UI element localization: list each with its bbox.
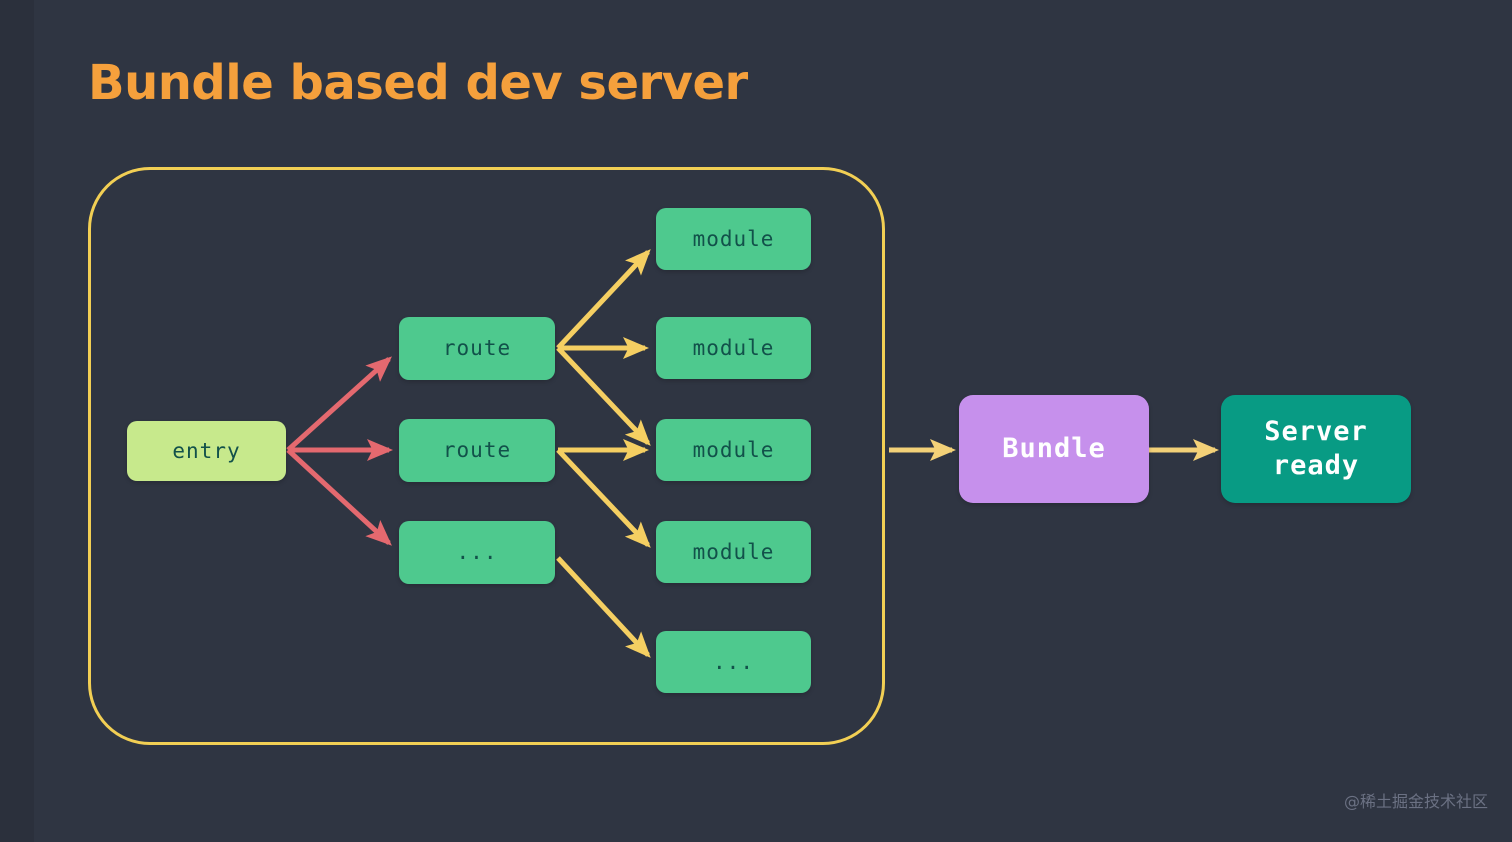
node-module-1-label: module (692, 226, 775, 251)
node-module-more-label: ... (713, 649, 754, 674)
node-module-1[interactable]: module (656, 208, 811, 270)
node-server-ready[interactable]: Server ready (1221, 395, 1411, 503)
node-entry[interactable]: entry (127, 421, 286, 481)
node-bundle-label: Bundle (1002, 433, 1106, 465)
node-module-3-label: module (692, 437, 775, 462)
node-module-4[interactable]: module (656, 521, 811, 583)
node-route-2-label: route (442, 438, 512, 463)
node-module-2-label: module (692, 335, 775, 360)
node-server-ready-label-line1: Server (1264, 416, 1368, 448)
node-route-1-label: route (442, 336, 512, 361)
node-module-4-label: module (692, 539, 775, 564)
node-module-more[interactable]: ... (656, 631, 811, 693)
node-route-more[interactable]: ... (399, 521, 555, 584)
node-bundle[interactable]: Bundle (959, 395, 1149, 503)
node-route-1[interactable]: route (399, 317, 555, 380)
watermark: @稀土掘金技术社区 (1343, 792, 1488, 811)
node-entry-label: entry (172, 438, 241, 463)
page-title: Bundle based dev server (88, 55, 748, 111)
node-module-3[interactable]: module (656, 419, 811, 481)
bundling-group-frame (88, 167, 885, 745)
node-module-2[interactable]: module (656, 317, 811, 379)
node-route-2[interactable]: route (399, 419, 555, 482)
left-edge-strip (0, 0, 34, 842)
node-route-more-label: ... (456, 540, 498, 565)
node-server-ready-label-line2: ready (1272, 450, 1360, 481)
